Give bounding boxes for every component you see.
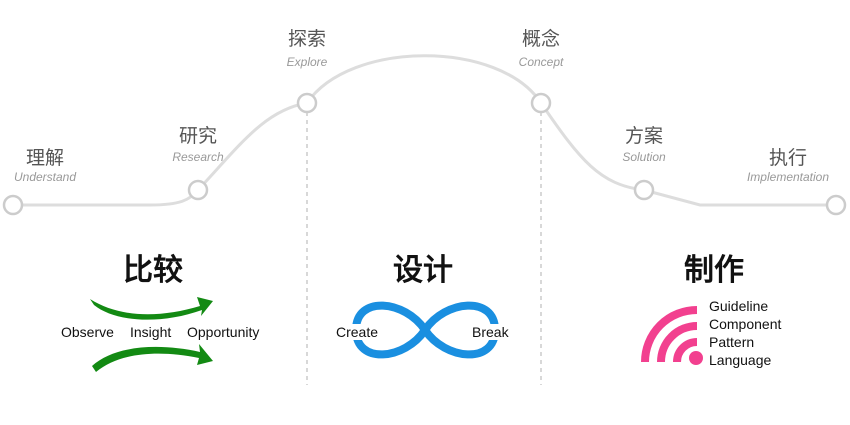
make-title: 制作 (684, 253, 744, 288)
make-item-component: Component (709, 316, 782, 332)
stage-implementation-cn: 执行 (768, 147, 808, 169)
design-title: 设计 (393, 253, 453, 288)
design-create-label: Create (336, 324, 380, 340)
make-item-guideline: Guideline (709, 298, 769, 314)
infinity-icon (351, 301, 500, 359)
stage-node-concept (530, 92, 552, 114)
design-break-label: Break (472, 324, 509, 340)
stage-research-cn: 研究 (178, 125, 218, 147)
stage-explore-cn: 探索 (287, 28, 327, 50)
stage-node-research (187, 179, 209, 201)
compare-title: 比较 (123, 253, 183, 288)
process-curve (13, 54, 836, 207)
stage-understand-cn: 理解 (25, 147, 65, 169)
stage-solution-cn: 方案 (624, 125, 664, 147)
stage-explore-en: Explore (286, 55, 328, 69)
compare-item-insight: Insight (130, 324, 172, 340)
stage-concept-cn: 概念 (521, 28, 561, 50)
arrow-top-icon (90, 297, 213, 320)
compare-item-observe: Observe (61, 324, 114, 340)
make-item-pattern: Pattern (709, 334, 755, 350)
compare-item-opportunity: Opportunity (187, 324, 260, 340)
stage-solution-en: Solution (622, 150, 666, 164)
stage-research-en: Research (172, 150, 224, 164)
arrow-bottom-icon (92, 344, 213, 372)
stage-node-understand (2, 194, 24, 216)
signal-arc-outer (641, 306, 698, 363)
stage-node-explore (296, 92, 318, 114)
stage-concept-en: Concept (518, 55, 564, 69)
stage-implementation-en: Implementation (746, 170, 830, 184)
make-item-language: Language (709, 352, 772, 368)
signal-arc-middle (657, 322, 698, 363)
stage-understand-en: Understand (13, 170, 77, 184)
signal-arc-inner (673, 338, 698, 363)
stage-node-implementation (825, 194, 847, 216)
signal-dot-icon (689, 351, 703, 365)
stage-node-solution (633, 179, 655, 201)
